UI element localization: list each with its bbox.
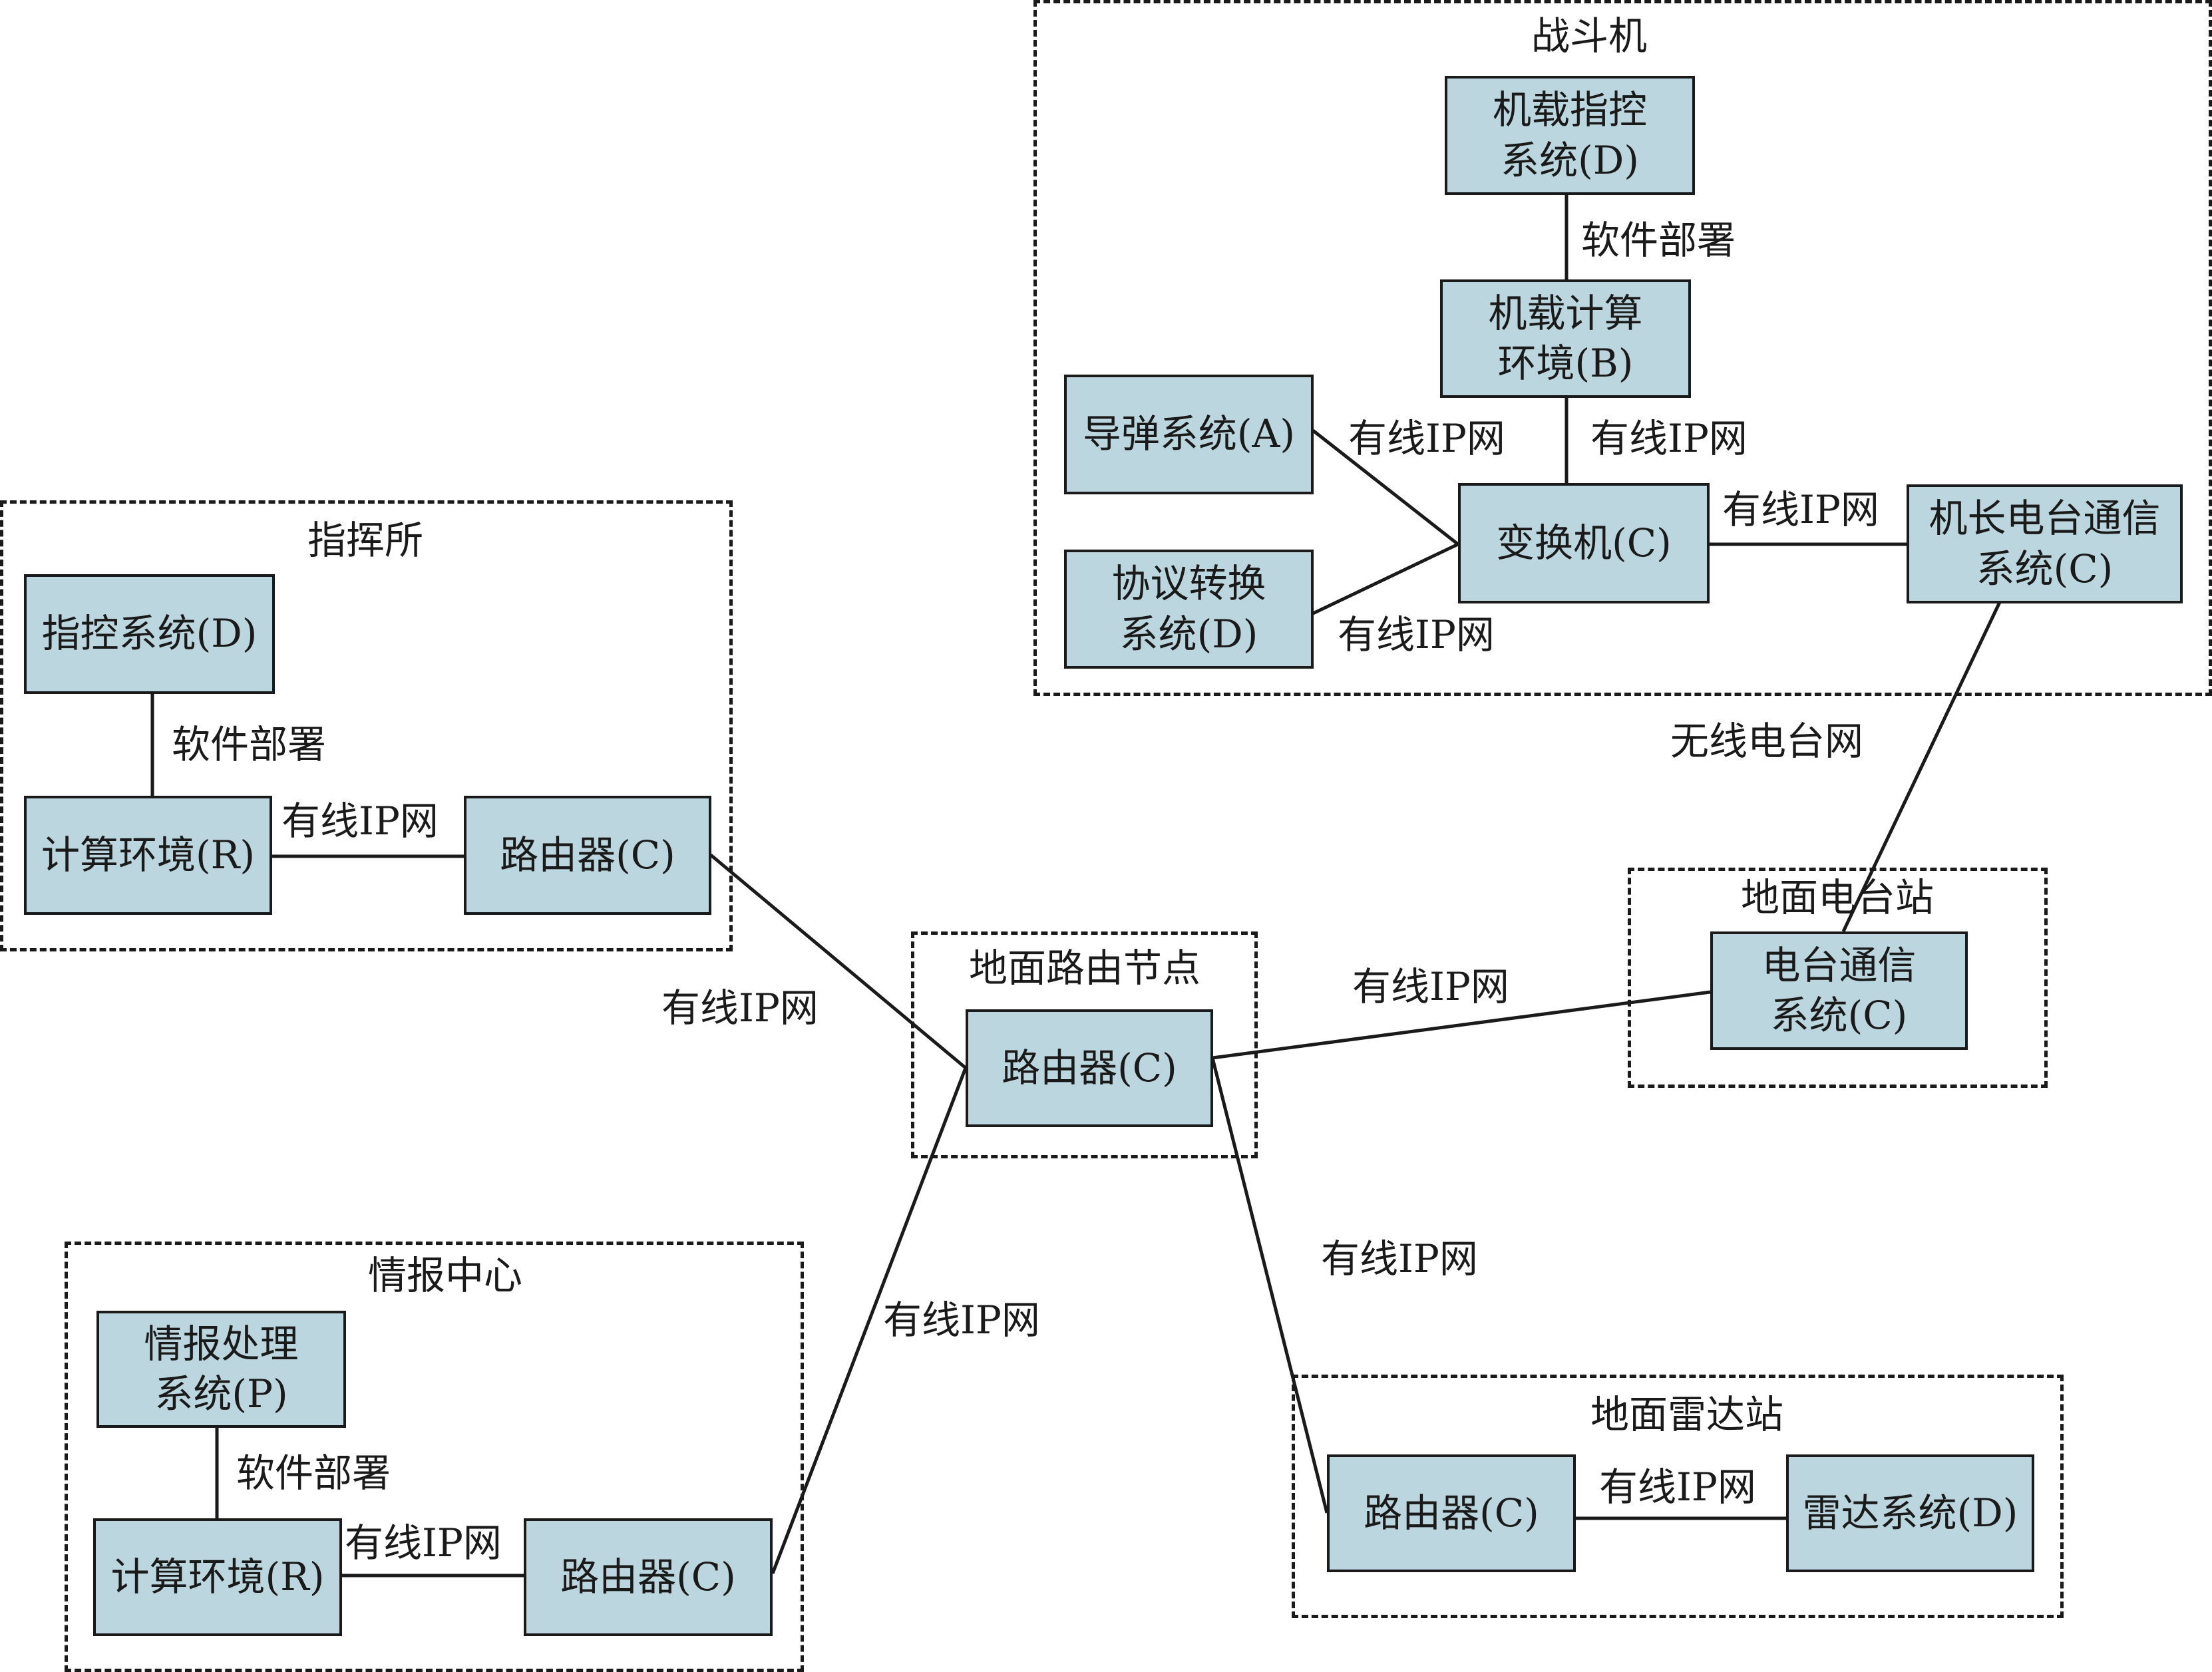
node-missile-system: 导弹系统(A) bbox=[1064, 375, 1314, 494]
node-intel-processing: 情报处理 系统(P) bbox=[96, 1311, 346, 1428]
edge-missile-switch bbox=[1312, 429, 1459, 546]
group-ground-routing bbox=[911, 931, 1258, 1158]
edge-hub-intel bbox=[771, 1067, 968, 1574]
group-ground-radio bbox=[1628, 868, 2048, 1088]
node-protocol-converter: 协议转换 系统(D) bbox=[1064, 550, 1314, 669]
edge-label-intel-compute-router: 有线IP网 bbox=[345, 1520, 502, 1566]
group-title-command-post: 指挥所 bbox=[307, 518, 424, 563]
edge-label-cp-compute-router: 有线IP网 bbox=[281, 798, 439, 844]
edge-label-fighter-deploy: 软件部署 bbox=[1581, 218, 1736, 263]
edge-protocol-switch bbox=[1312, 542, 1459, 615]
edge-label-intel-deploy: 软件部署 bbox=[236, 1450, 391, 1496]
edge-label-cp-to-hub: 有线IP网 bbox=[661, 985, 819, 1031]
node-intel-router: 路由器(C) bbox=[524, 1518, 773, 1636]
group-fighter bbox=[1033, 0, 2212, 696]
node-radio-comm: 电台通信 系统(C) bbox=[1710, 931, 1968, 1050]
edge-label-missile-switch: 有线IP网 bbox=[1348, 416, 1505, 461]
group-title-fighter: 战斗机 bbox=[1531, 13, 1648, 59]
group-title-ground-radar: 地面雷达站 bbox=[1590, 1392, 1784, 1437]
group-title-ground-routing: 地面路由节点 bbox=[968, 945, 1201, 991]
group-command-post bbox=[0, 500, 733, 951]
node-switch: 变换机(C) bbox=[1458, 483, 1710, 603]
edge-label-hub-to-intel: 有线IP网 bbox=[883, 1297, 1040, 1343]
group-ground-radar bbox=[1292, 1375, 2064, 1618]
group-intel-center bbox=[65, 1242, 804, 1672]
edge-label-cp-deploy: 软件部署 bbox=[172, 722, 327, 767]
node-cp-compute: 计算环境(R) bbox=[24, 796, 272, 915]
edge-cp-router-hub bbox=[709, 854, 967, 1069]
node-airborne-c2: 机载指控 系统(D) bbox=[1445, 76, 1695, 195]
edge-label-switch-captain: 有线IP网 bbox=[1722, 487, 1879, 532]
edge-label-protocol-switch: 有线IP网 bbox=[1338, 612, 1495, 657]
edge-hub-radio bbox=[1212, 990, 1711, 1060]
edge-label-radar-router-system: 有线IP网 bbox=[1599, 1464, 1756, 1510]
node-radar-system: 雷达系统(D) bbox=[1786, 1454, 2034, 1572]
node-airborne-compute: 机载计算 环境(B) bbox=[1440, 279, 1691, 398]
edge-label-hub-to-radio: 有线IP网 bbox=[1352, 964, 1509, 1009]
node-intel-compute: 计算环境(R) bbox=[93, 1518, 342, 1636]
edge-hub-radar bbox=[1210, 1057, 1329, 1514]
node-cp-c2: 指控系统(D) bbox=[24, 574, 275, 694]
group-title-intel-center: 情报中心 bbox=[367, 1253, 523, 1298]
node-cp-router: 路由器(C) bbox=[464, 796, 711, 915]
edge-label-compute-switch: 有线IP网 bbox=[1590, 416, 1748, 461]
node-hub-router: 路由器(C) bbox=[966, 1009, 1213, 1127]
edge-label-hub-to-radar: 有线IP网 bbox=[1321, 1236, 1478, 1281]
edge-wireless-radio bbox=[1841, 601, 2002, 933]
node-radar-router: 路由器(C) bbox=[1327, 1454, 1576, 1572]
group-title-ground-radio: 地面电台站 bbox=[1740, 875, 1935, 920]
node-captain-radio: 机长电台通信 系统(C) bbox=[1907, 484, 2183, 603]
edge-label-wireless: 无线电台网 bbox=[1670, 719, 1864, 764]
